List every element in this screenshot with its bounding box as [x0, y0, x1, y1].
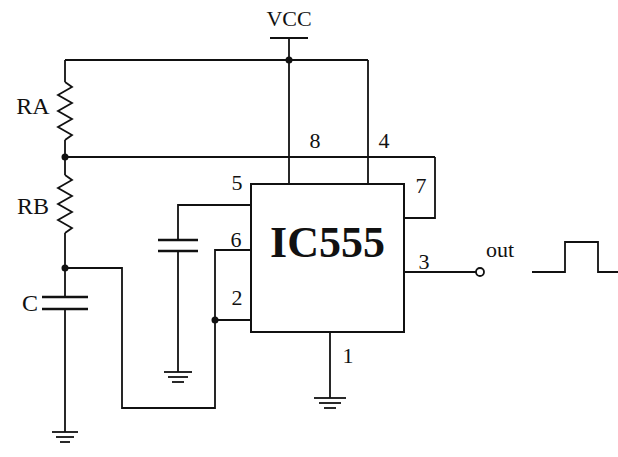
- pin-number: 1: [343, 345, 354, 367]
- part-name: C: [22, 291, 38, 315]
- pin-number: 6: [231, 229, 242, 251]
- pin-number: 2: [232, 287, 243, 309]
- capacitor-symbol: [158, 239, 198, 241]
- pin-number: 5: [232, 172, 243, 194]
- capacitor-symbol: [42, 296, 88, 298]
- square-wave: [532, 242, 618, 272]
- supply-label: VCC: [266, 8, 311, 30]
- pin-number: 4: [379, 130, 390, 152]
- ic-chip: IC555: [250, 183, 405, 333]
- part-name: RA: [16, 94, 49, 118]
- pin-number: 3: [419, 251, 430, 273]
- chip-name: IC555: [270, 221, 385, 265]
- resistor-symbol: [58, 82, 72, 140]
- output-terminal: [476, 268, 484, 276]
- resistor-symbol: [58, 175, 72, 233]
- pin-number: 8: [310, 130, 321, 152]
- pin-number: 7: [416, 175, 427, 197]
- junction-dot: [62, 57, 293, 324]
- signal-name: out: [486, 239, 514, 261]
- part-name: RB: [17, 194, 49, 218]
